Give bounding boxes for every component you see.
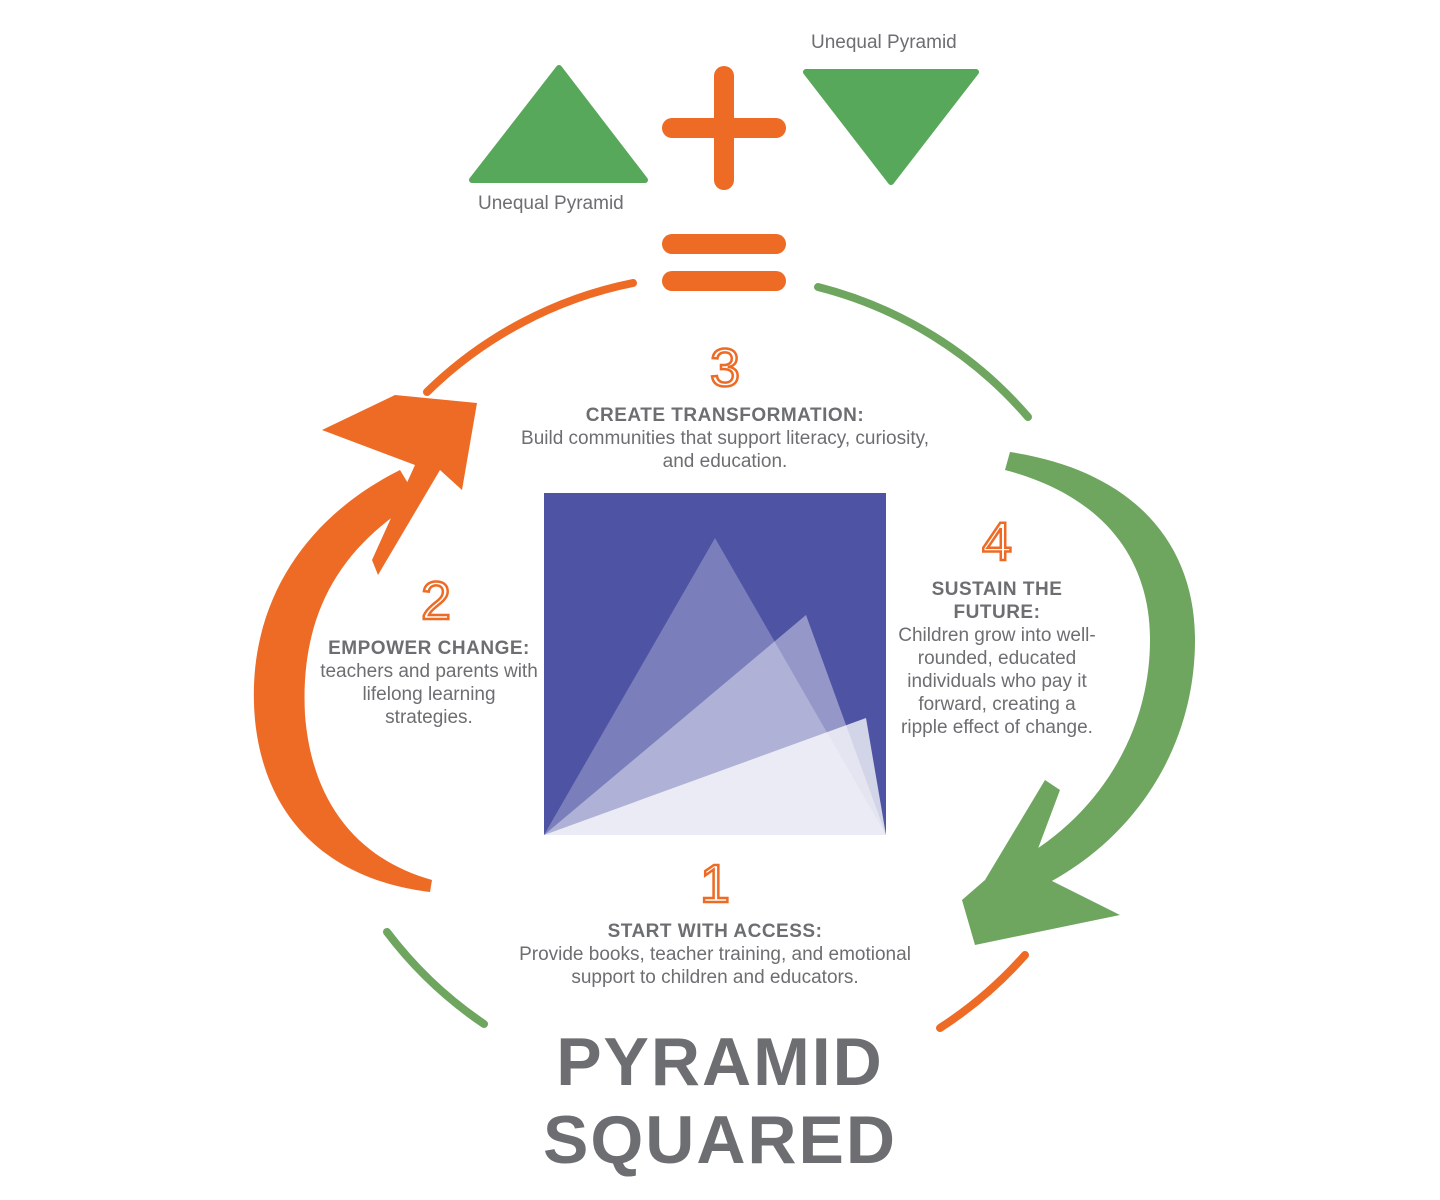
step-text: Provide books, teacher training, and emo… [519,944,911,988]
step-number: 1 [699,854,732,914]
left-pyramid-label: Unequal Pyramid [478,193,624,214]
arc-top-right [814,283,1032,421]
step-heading: EMPOWER CHANGE: [328,638,530,659]
pyramid-square-image [544,493,886,835]
title-line-2: SQUARED [542,1102,898,1178]
step-heading: START WITH ACCESS: [607,921,823,942]
step-4: 4 SUSTAIN THE FUTURE: Children grow into… [897,512,1097,739]
title-line-1: PYRAMID [556,1024,884,1100]
step-heading: CREATE TRANSFORMATION: [585,405,865,426]
equals-icon [662,234,786,291]
arc-bottom-left [383,928,488,1028]
downward-triangle-icon [803,69,979,185]
plus-icon [662,66,786,190]
step-2: 2 EMPOWER CHANGE: teachers and parents w… [318,571,540,729]
step-text: Build communities that support literacy,… [521,428,929,472]
step-heading: SUSTAIN THE FUTURE: [931,579,1063,623]
step-number: 3 [709,338,742,398]
step-text: Children grow into well-rounded, educate… [898,625,1096,738]
step-3: 3 CREATE TRANSFORMATION: Build communiti… [495,338,955,473]
step-1: 1 START WITH ACCESS: Provide books, teac… [490,854,940,989]
arc-bottom-right [936,951,1029,1032]
step-text: teachers and parents with lifelong learn… [320,661,538,728]
step-number: 4 [981,512,1014,572]
step-number: 2 [420,571,453,631]
right-pyramid-label: Unequal Pyramid [811,32,957,53]
green-arrow-icon [962,452,1195,945]
orange-arrow-icon [253,395,477,892]
arc-top-left [423,279,637,396]
upward-triangle-icon [469,65,648,183]
